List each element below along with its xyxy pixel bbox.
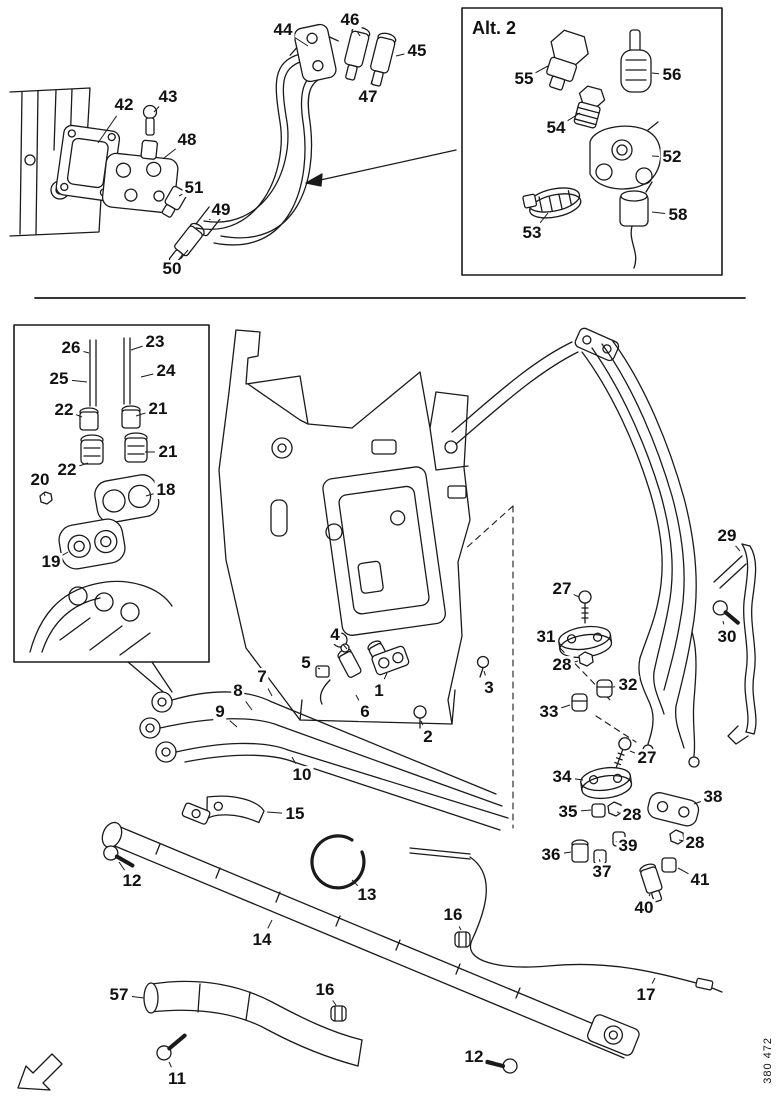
bracket-38 <box>647 792 700 827</box>
detail-inset-box <box>13 324 210 663</box>
grommet-32 <box>596 679 613 698</box>
cable-17 <box>409 847 723 993</box>
bolt-12b <box>485 1058 518 1074</box>
direction-arrow-icon <box>17 1053 63 1091</box>
bolt-11 <box>156 1033 187 1061</box>
fitting-54 <box>573 85 606 129</box>
bolt-30 <box>712 600 740 625</box>
valve-body-52 <box>589 121 662 193</box>
fitting-35 <box>591 803 606 818</box>
fitting-51 <box>161 185 188 218</box>
bracket-44 <box>289 23 339 83</box>
clamp-16a <box>454 931 471 948</box>
connector-58 <box>619 190 649 269</box>
injector-46 <box>344 26 371 81</box>
fitting-41 <box>661 857 677 873</box>
plate-19 <box>58 518 126 570</box>
bolt-12a <box>103 845 135 868</box>
bracket-15 <box>206 795 265 824</box>
tube-bundle-right <box>451 327 700 768</box>
clamp-16b <box>330 1005 347 1022</box>
center-assembly <box>315 640 490 729</box>
injector-45 <box>370 32 397 87</box>
valve-36 <box>571 839 589 863</box>
cap-56 <box>620 29 652 93</box>
inset-pointer <box>127 661 173 697</box>
sensor-55 <box>546 29 589 91</box>
alt2-box <box>461 7 723 276</box>
grommet-33 <box>571 693 588 712</box>
hose-clamp-53 <box>522 187 582 219</box>
engine-top-sketch <box>29 580 173 656</box>
alt2-arrow <box>305 149 457 187</box>
spring-clip-13 <box>310 834 366 890</box>
nut-20 <box>39 491 53 505</box>
inset-tubes <box>89 337 131 407</box>
bracket-29 <box>712 543 757 745</box>
injector-40 <box>639 863 663 903</box>
bolt-27b <box>614 737 632 769</box>
clamp-34 <box>580 766 633 800</box>
fuel-rail-14 <box>101 802 640 1074</box>
inset-fittings <box>79 405 148 465</box>
main-panel <box>218 329 471 725</box>
bolt-43 <box>142 104 158 136</box>
valve-manifold <box>101 139 179 214</box>
drawing-number: 380 472 <box>762 1037 774 1084</box>
alt2-label: Alt. 2 <box>472 18 517 38</box>
nut-28a <box>578 651 594 667</box>
